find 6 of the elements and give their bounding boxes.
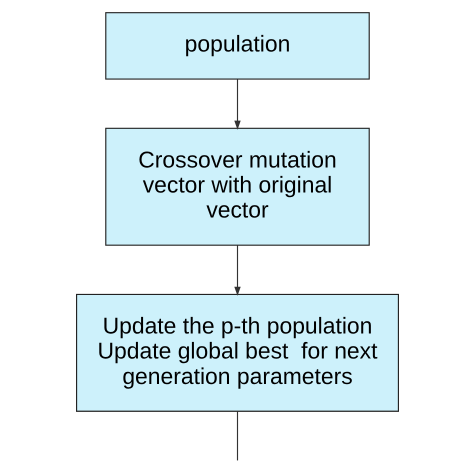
connector xyxy=(236,411,238,460)
node-box: Update the p-th population Update global best for next generation parameters xyxy=(76,294,398,412)
arrow xyxy=(234,79,240,130)
node-box: population xyxy=(104,12,370,80)
node-box: Crossover mutation vector with original vector xyxy=(104,128,370,246)
arrow xyxy=(234,245,240,296)
